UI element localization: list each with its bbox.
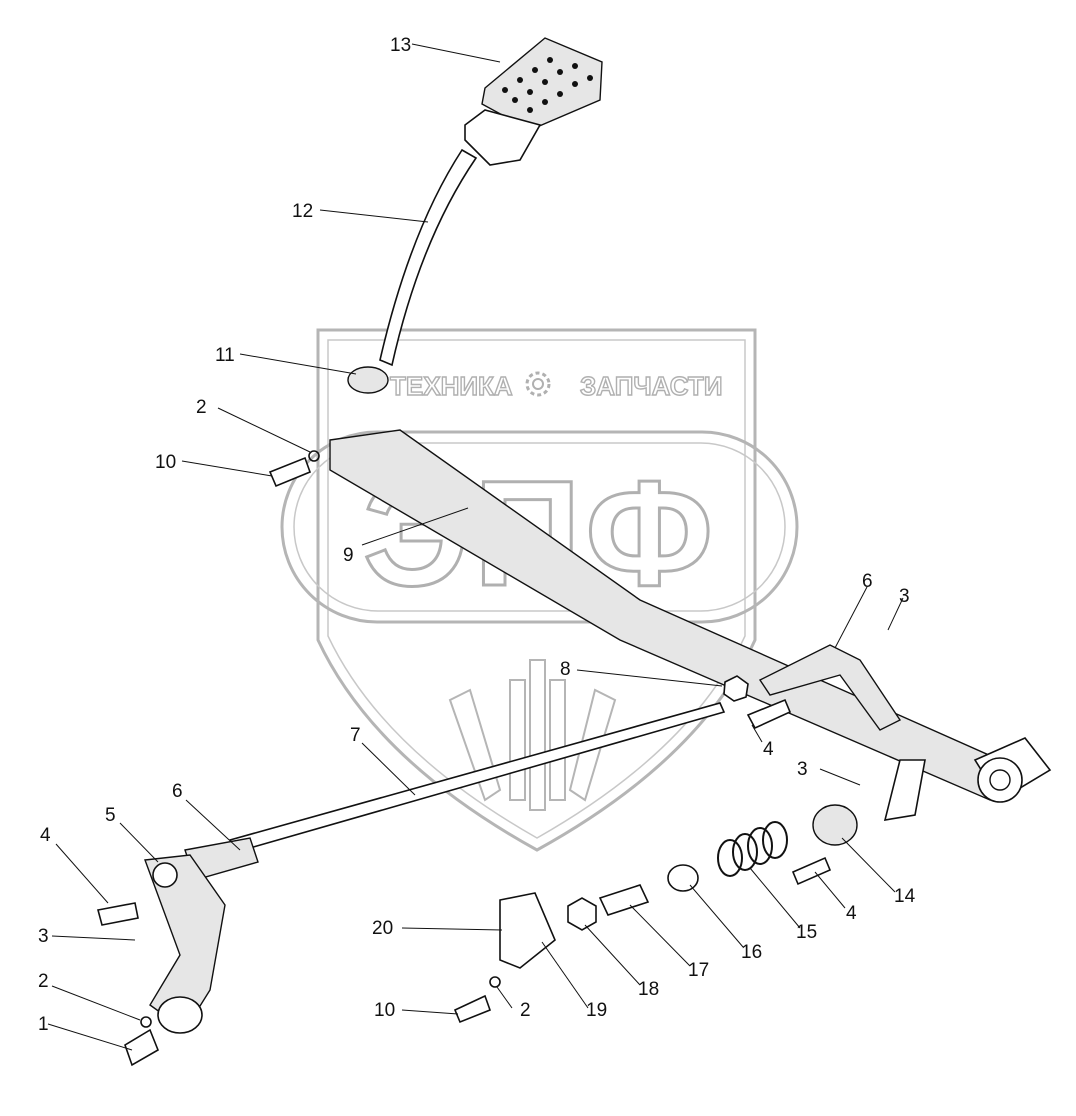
pedal-pad — [464, 37, 603, 166]
callout-4: 4 — [846, 903, 857, 924]
bolt-lower — [97, 902, 139, 926]
callout-4: 4 — [763, 739, 774, 760]
spring — [717, 821, 788, 877]
callout-20: 20 — [372, 918, 393, 939]
pedal-assembly — [97, 37, 1052, 1067]
callout-2: 2 — [520, 1000, 531, 1021]
gear-icon — [525, 371, 551, 397]
callout-3: 3 — [38, 926, 49, 947]
lower-arm — [883, 759, 926, 821]
callout-12: 12 — [292, 201, 313, 222]
callout-4: 4 — [40, 825, 51, 846]
bracket — [499, 892, 556, 969]
washer — [667, 864, 699, 892]
callout-2: 2 — [196, 397, 207, 418]
callout-10: 10 — [155, 452, 176, 473]
callout-8: 8 — [560, 659, 571, 680]
callout-2: 2 — [38, 971, 49, 992]
adjust-nut — [567, 897, 597, 931]
watermark-oval — [280, 430, 799, 624]
circlip-bracket — [489, 976, 501, 988]
shaft-sleeve — [973, 737, 1052, 803]
callout-18: 18 — [638, 979, 659, 1000]
spring-cup — [812, 804, 858, 846]
callout-9: 9 — [343, 545, 354, 566]
nut — [723, 675, 749, 702]
pedal-boss — [347, 366, 389, 394]
callout-11: 11 — [215, 345, 235, 366]
callout-1: 1 — [38, 1014, 49, 1035]
callout-3: 3 — [797, 759, 808, 780]
callouts: 13 12 11 2 10 9 6 3 8 4 7 3 6 5 4 3 2 1 … — [38, 35, 916, 1035]
callout-10: 10 — [374, 1000, 395, 1021]
callout-16: 16 — [741, 942, 762, 963]
bolt-upper — [746, 698, 792, 730]
callout-6: 6 — [172, 781, 183, 802]
callout-6: 6 — [862, 571, 873, 592]
callout-15: 15 — [796, 922, 817, 943]
callout-7: 7 — [350, 725, 361, 746]
watermark-left-word: ТЕХНИКА — [390, 371, 513, 401]
callout-3: 3 — [899, 586, 910, 607]
watermark-right-word: ЗАПЧАСТИ — [580, 371, 723, 401]
callout-19: 19 — [586, 1000, 607, 1021]
pedal-lever — [379, 148, 478, 367]
leader-lines — [47, 43, 904, 1051]
bolt-bottom — [453, 994, 492, 1024]
bolt-top — [268, 456, 312, 488]
circlip-top — [308, 450, 320, 462]
callout-14: 14 — [894, 886, 916, 907]
callout-13: 13 — [390, 35, 411, 56]
callout-5: 5 — [105, 805, 116, 826]
watermark-monogram: ЭПФ — [363, 449, 718, 617]
callout-17: 17 — [688, 960, 709, 981]
bolt-right — [791, 856, 832, 886]
circlip-lower — [140, 1016, 152, 1028]
adjust-screw — [598, 884, 650, 916]
bolt-clamp — [124, 1028, 160, 1067]
